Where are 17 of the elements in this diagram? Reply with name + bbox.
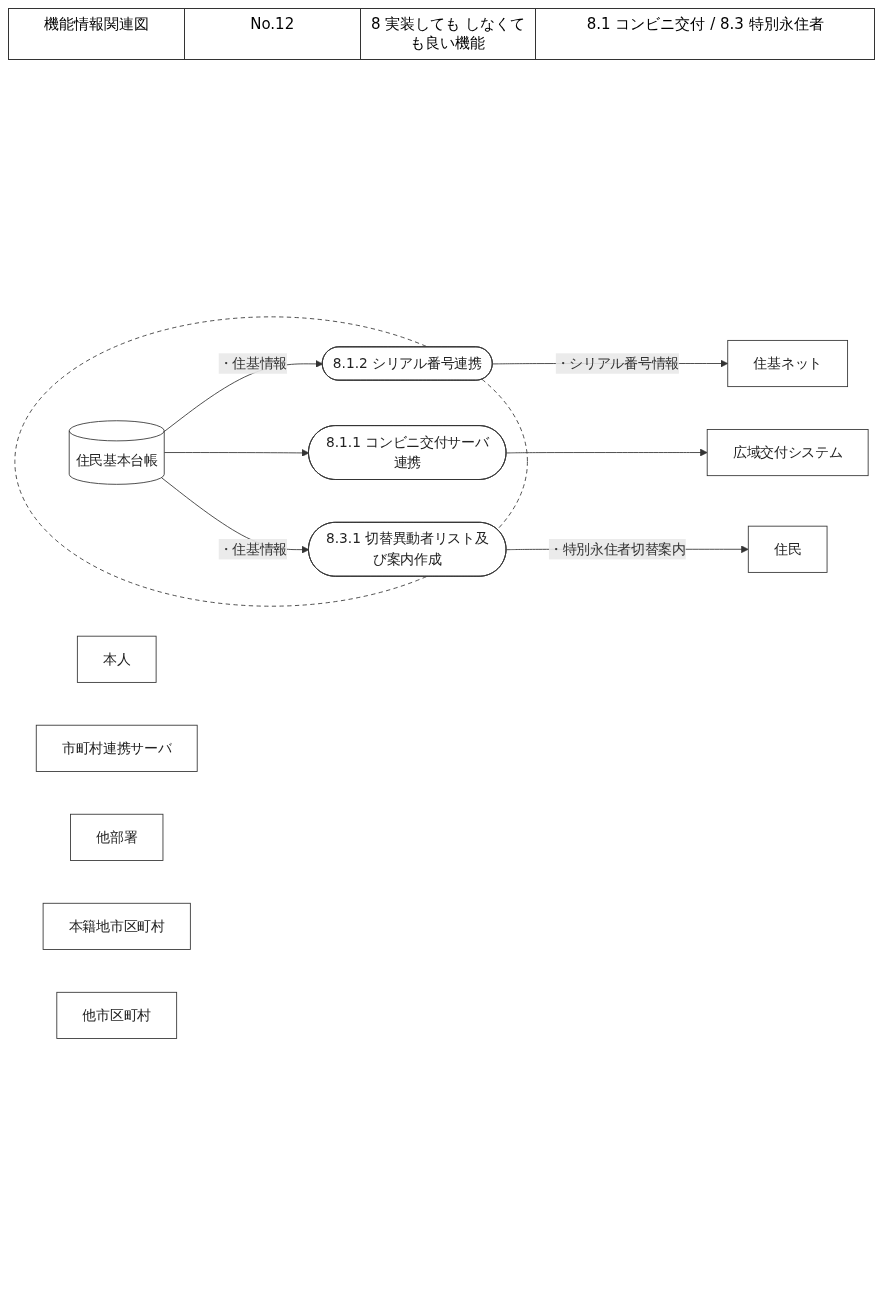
node-box: 本籍地市区町村 bbox=[42, 903, 191, 951]
header-text: 8 実装しても しなくても良い機能 bbox=[360, 9, 537, 59]
node-box: 本人 bbox=[76, 636, 157, 684]
node-box: 広域交付システム bbox=[706, 429, 869, 477]
header-text: No.12 bbox=[184, 9, 361, 59]
node-box: 住民 bbox=[747, 526, 828, 574]
header-text: 8.1 コンビニ交付 / 8.3 特別永住者 bbox=[585, 14, 825, 35]
boundary-ellipse bbox=[14, 316, 528, 607]
diagram-title: 機能情報関連図 bbox=[9, 9, 185, 59]
edge-label: ・住基情報 bbox=[218, 541, 288, 558]
edge-label: ・シリアル番号情報 bbox=[555, 355, 679, 372]
node-box: 住基ネット bbox=[727, 340, 849, 388]
edge-label: ・特別永住者切替案内 bbox=[548, 541, 686, 558]
node-box: 他部署 bbox=[70, 814, 164, 862]
node-box: 市町村連携サーバ bbox=[35, 725, 198, 773]
edge-label: ・住基情報 bbox=[218, 355, 288, 372]
node-box: 他市区町村 bbox=[56, 992, 178, 1040]
